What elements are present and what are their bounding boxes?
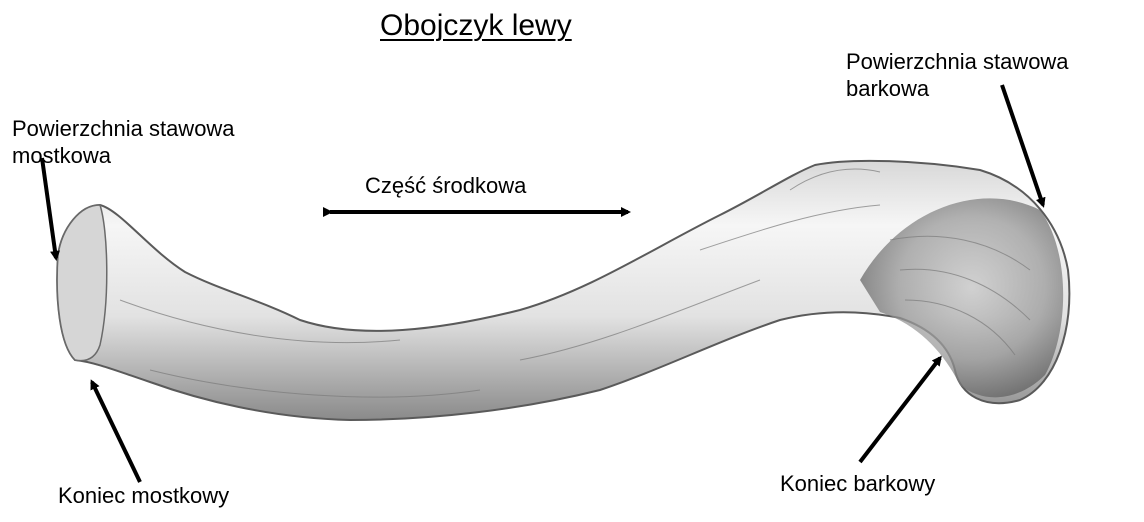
label-middle-part: Część środkowa: [365, 172, 526, 199]
label-acromial-articular-surface: Powierzchnia stawowa barkowa: [846, 48, 1069, 102]
label-acromial-end: Koniec barkowy: [780, 470, 935, 497]
label-line-1: Powierzchnia stawowa: [846, 48, 1069, 75]
label-sternal-articular-surface: Powierzchnia stawowa mostkowa: [12, 115, 235, 169]
arrow-acromial-end: [860, 358, 940, 462]
label-line-2: barkowa: [846, 75, 1069, 102]
label-sternal-end: Koniec mostkowy: [58, 482, 229, 509]
label-line-2: mostkowa: [12, 142, 235, 169]
label-line-1: Powierzchnia stawowa: [12, 115, 235, 142]
arrow-sternal-surface: [42, 158, 56, 258]
sternal-end-face: [57, 205, 107, 361]
diagram-title: Obojczyk lewy: [380, 8, 572, 44]
arrow-sternal-end: [92, 382, 140, 482]
